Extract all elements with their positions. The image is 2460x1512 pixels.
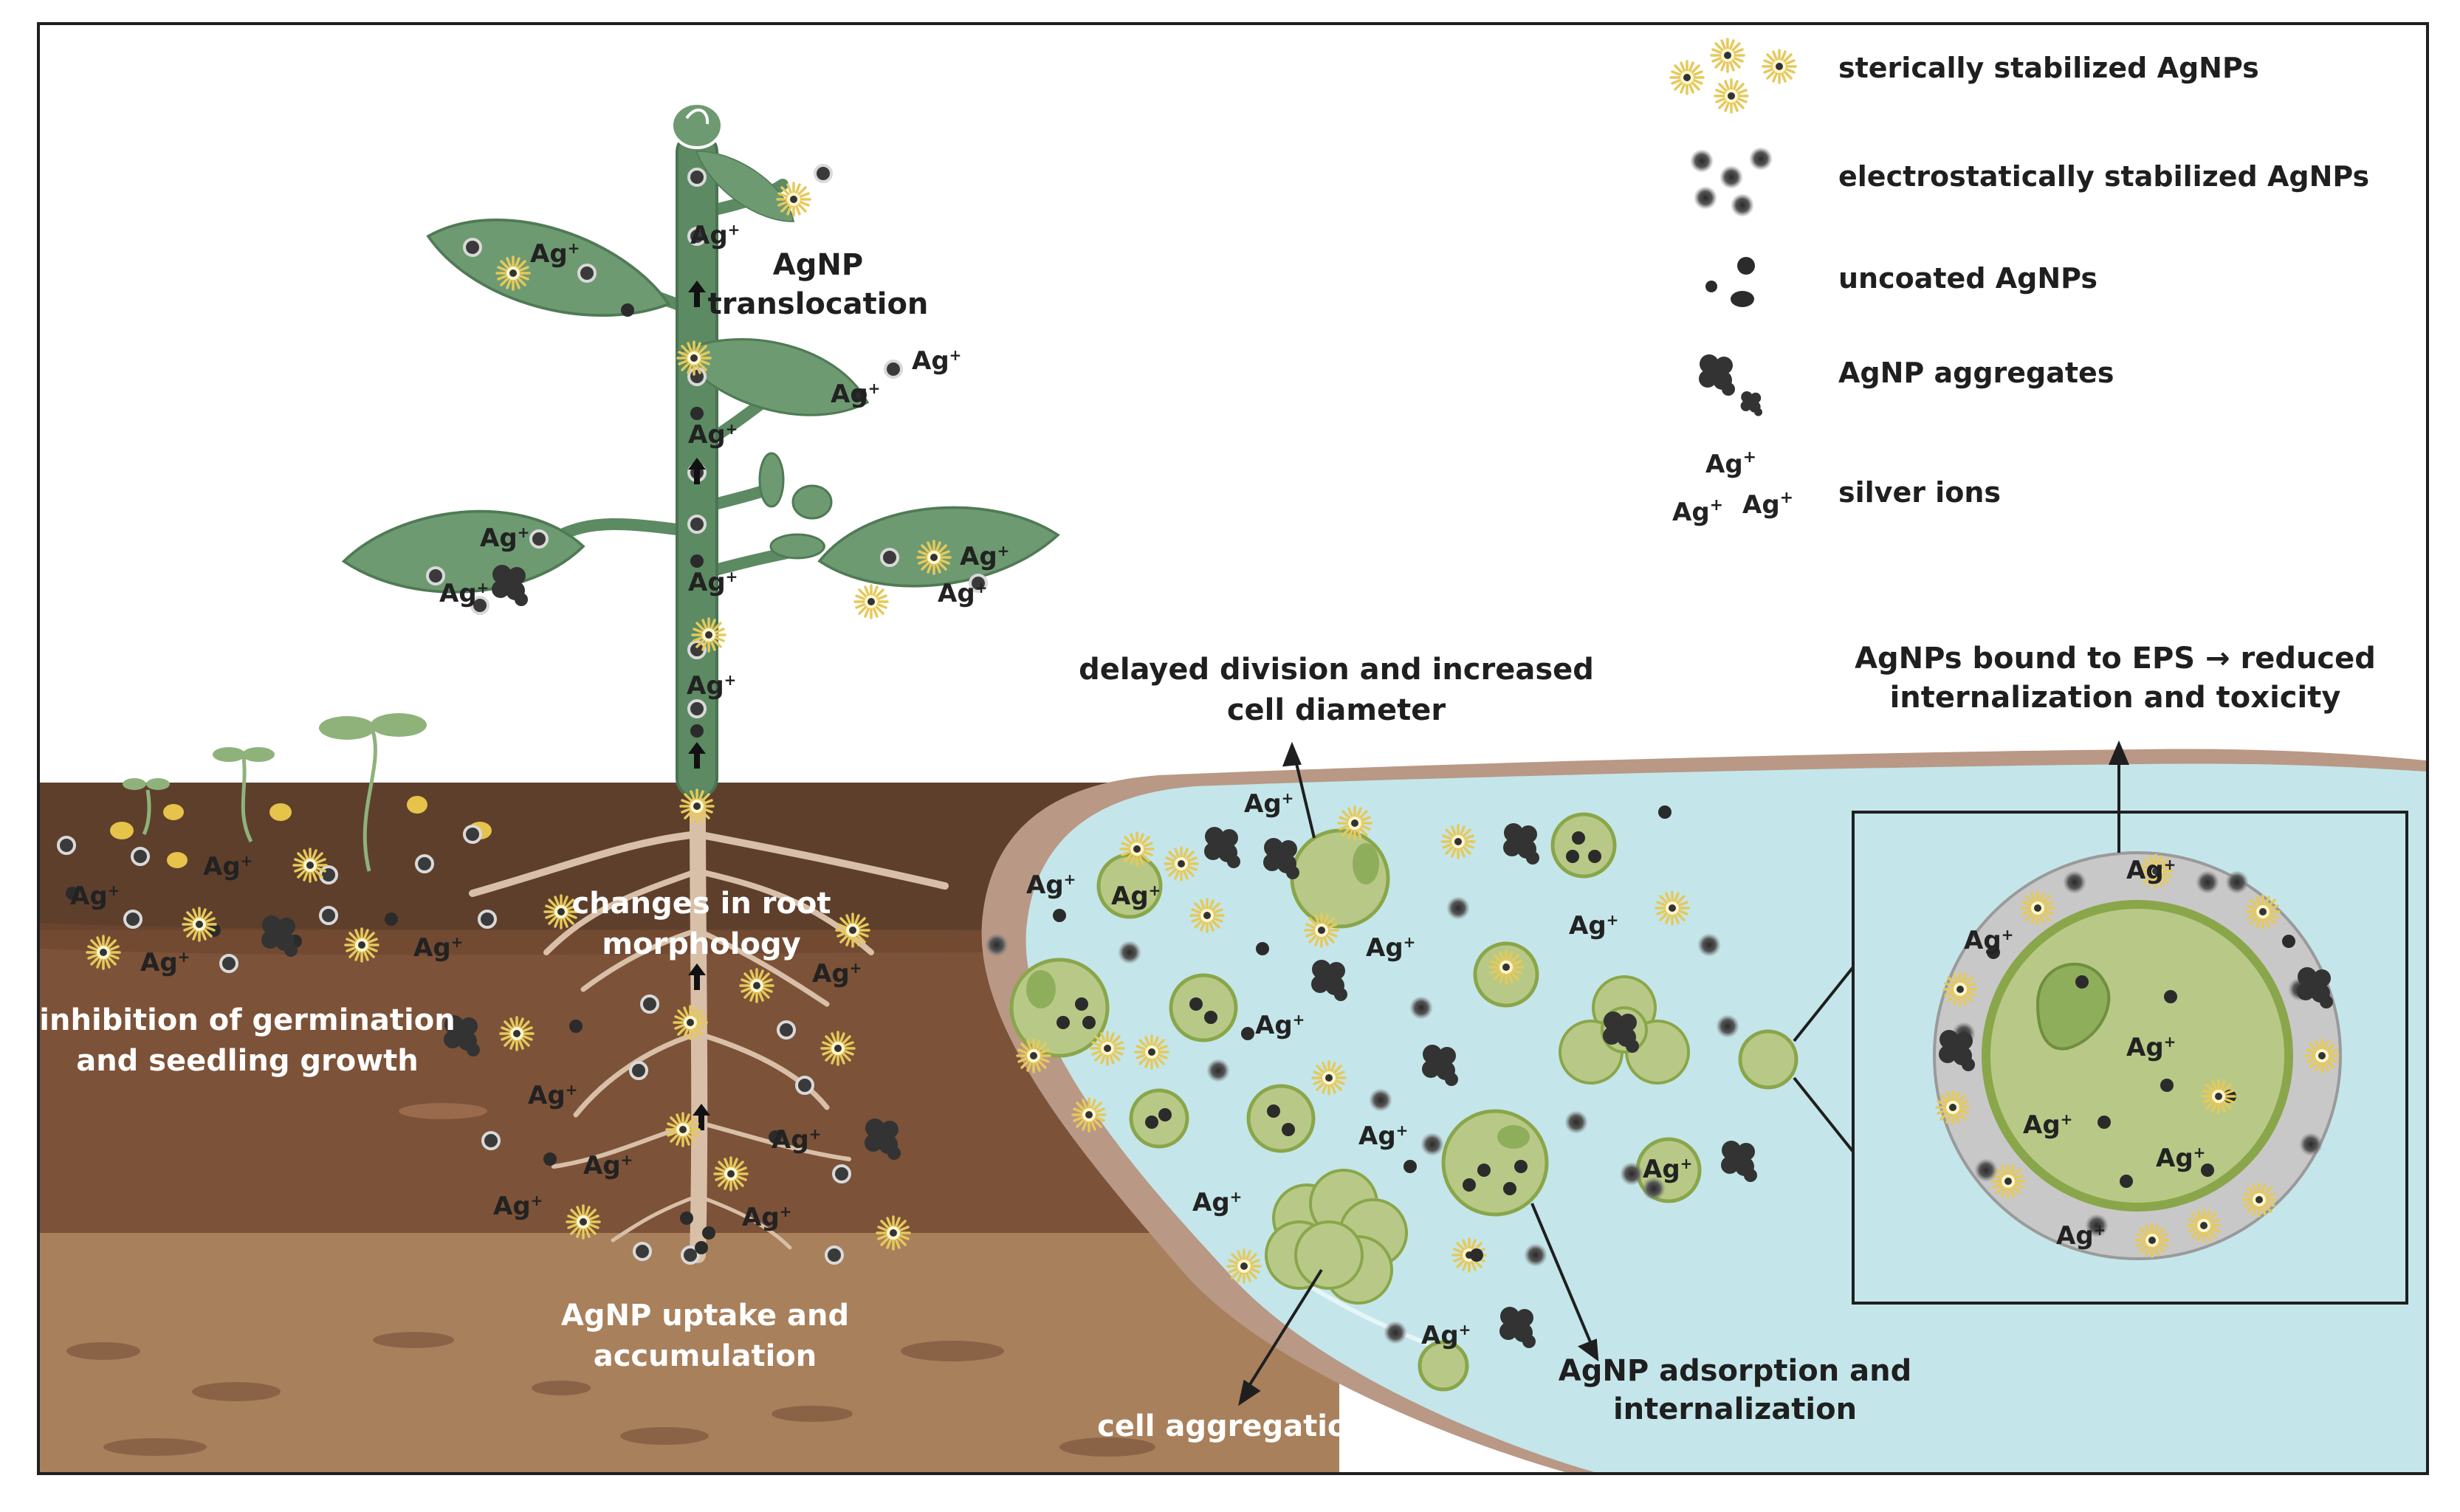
label-translocation-line1: AgNP (773, 248, 863, 282)
label-eps-line2: internalization and toxicity (1890, 681, 2341, 715)
svg-text:Ag+: Ag+ (690, 221, 740, 250)
svg-text:Ag+: Ag+ (742, 1203, 791, 1232)
legend: Ag+ Ag+ Ag+ sterically stabilized AgNPs … (1669, 38, 2369, 527)
annotation-arrows (1238, 740, 2130, 1406)
label-germination-line2: and seedling growth (76, 1044, 419, 1078)
svg-text:Ag+: Ag+ (1742, 489, 1793, 520)
svg-text:Ag+: Ag+ (2023, 1110, 2072, 1140)
svg-text:Ag+: Ag+ (2156, 1144, 2205, 1173)
svg-text:Ag+: Ag+ (140, 948, 190, 977)
svg-text:Ag+: Ag+ (1964, 926, 2013, 955)
svg-text:Ag+: Ag+ (1358, 1121, 1408, 1151)
svg-text:Ag+: Ag+ (772, 1125, 821, 1155)
svg-text:Ag+: Ag+ (493, 1192, 543, 1221)
svg-text:Ag+: Ag+ (70, 882, 120, 911)
label-uptake-line2: accumulation (594, 1339, 817, 1373)
svg-text:Ag+: Ag+ (938, 579, 987, 608)
svg-text:Ag+: Ag+ (687, 671, 736, 701)
label-root-line1: changes in root (571, 887, 831, 921)
legend-label-sterically: sterically stabilized AgNPs (1838, 52, 2259, 84)
algae-cells (985, 805, 1798, 1392)
svg-text:Ag+: Ag+ (1569, 911, 1618, 941)
svg-text:Ag+: Ag+ (688, 568, 738, 597)
svg-text:Ag+: Ag+ (1255, 1011, 1305, 1040)
svg-text:Ag+: Ag+ (688, 420, 738, 450)
uncoated-agnp-icon (1705, 257, 1755, 307)
svg-text:Ag+: Ag+ (1111, 882, 1161, 911)
legend-label-electrostatic: electrostatically stabilized AgNPs (1838, 160, 2369, 193)
plant-shoot (337, 102, 1061, 1130)
svg-text:Ag+: Ag+ (1192, 1188, 1242, 1217)
label-translocation-line2: translocation (708, 287, 929, 321)
zoom-inset (1793, 811, 2408, 1305)
svg-text:Ag+: Ag+ (2126, 1033, 2176, 1062)
label-adsorption-line2: internalization (1613, 1392, 1857, 1426)
label-germination-line1: inhibition of germination (39, 1003, 455, 1037)
diagram-labels: AgNP translocation changes in root morph… (39, 248, 2376, 1443)
svg-text:Ag+: Ag+ (1705, 448, 1756, 479)
svg-text:Ag+: Ag+ (439, 579, 489, 608)
label-root-line2: morphology (602, 927, 800, 961)
legend-label-silver-ions: silver ions (1838, 476, 2001, 509)
svg-text:Ag+: Ag+ (831, 379, 880, 409)
svg-text:Ag+: Ag+ (530, 239, 580, 269)
silver-ion-labels: Ag+ Ag+ Ag+ Ag+ Ag+ Ag+ Ag+ Ag+ Ag+ Ag+ … (70, 221, 2205, 1350)
seedlings (110, 713, 492, 872)
label-cell-aggregation: cell aggregation (1097, 1409, 1369, 1443)
translocation-arrows (688, 281, 710, 1130)
svg-text:Ag+: Ag+ (2126, 856, 2176, 885)
svg-text:Ag+: Ag+ (203, 852, 252, 882)
svg-text:Ag+: Ag+ (413, 933, 463, 963)
label-division-line1: delayed division and increased (1079, 653, 1594, 687)
cell-cluster-aggregation (1265, 1169, 1408, 1305)
svg-text:Ag+: Ag+ (912, 346, 961, 376)
label-adsorption-line1: AgNP adsorption and (1559, 1354, 1911, 1388)
svg-text:Ag+: Ag+ (528, 1081, 577, 1110)
svg-text:Ag+: Ag+ (583, 1151, 633, 1181)
legend-label-aggregates: AgNP aggregates (1838, 357, 2114, 389)
svg-text:Ag+: Ag+ (1643, 1155, 1692, 1184)
svg-text:Ag+: Ag+ (1421, 1321, 1471, 1350)
svg-text:Ag+: Ag+ (480, 523, 529, 553)
label-uptake-line1: AgNP uptake and (561, 1299, 849, 1333)
soil-pebbles (66, 1103, 1155, 1457)
svg-text:Ag+: Ag+ (1366, 933, 1415, 963)
svg-text:Ag+: Ag+ (812, 959, 862, 989)
svg-text:Ag+: Ag+ (1244, 789, 1293, 819)
label-eps-line1: AgNPs bound to EPS → reduced (1855, 642, 2376, 676)
svg-text:Ag+: Ag+ (2056, 1221, 2106, 1251)
legend-label-uncoated: uncoated AgNPs (1838, 262, 2097, 295)
silver-ion-icon: Ag+ Ag+ Ag+ (1672, 448, 1793, 527)
svg-text:Ag+: Ag+ (1672, 496, 1723, 527)
label-division-line2: cell diameter (1227, 693, 1446, 727)
svg-text:Ag+: Ag+ (960, 542, 1009, 571)
svg-text:Ag+: Ag+ (1026, 870, 1076, 900)
